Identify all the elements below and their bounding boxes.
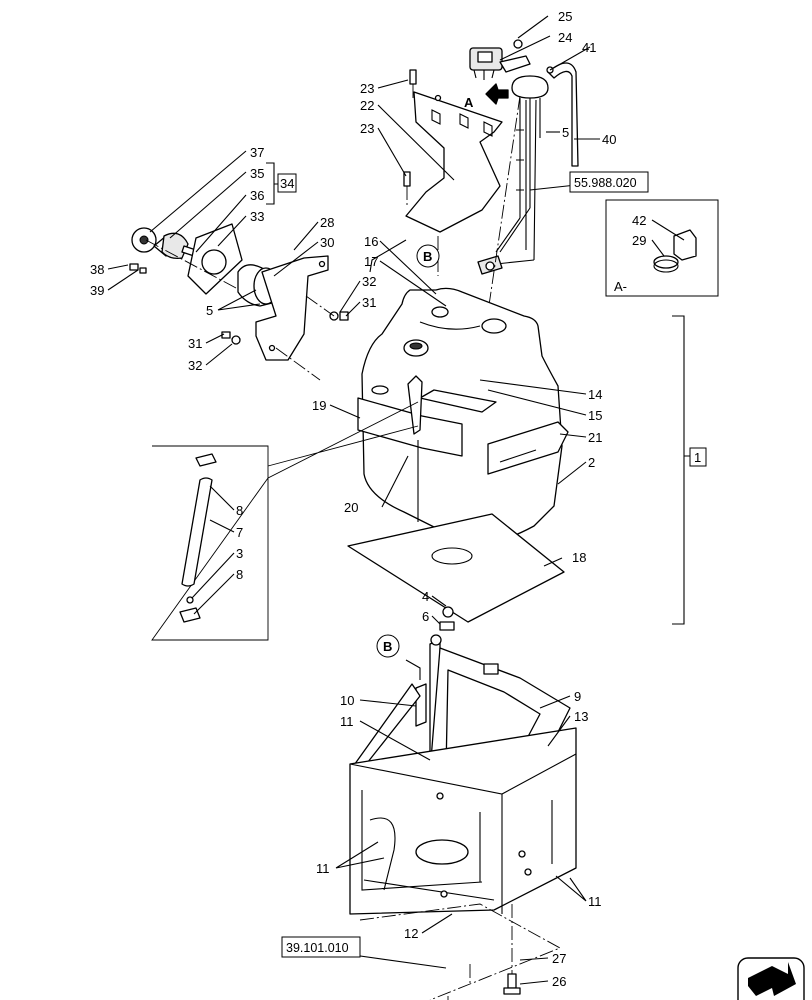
callout-6: 6 (422, 609, 429, 624)
callout-40: 40 (602, 132, 616, 147)
view-a-label: A (464, 95, 474, 110)
group-34-box (277, 173, 297, 193)
callout-1: 1 (694, 450, 701, 465)
reference-55-988-020: 55.988.020 (574, 176, 637, 190)
callout-34: 34 (280, 176, 294, 191)
reference-box-bottom (281, 936, 361, 958)
strap-detail-box (151, 401, 419, 641)
callout-42: 42 (632, 213, 646, 228)
callout-30: 30 (320, 235, 334, 250)
callout-33: 33 (250, 209, 264, 224)
callout-27: 27 (552, 951, 566, 966)
callout-36: 36 (250, 188, 264, 203)
callout-39: 39 (90, 283, 104, 298)
view-a-detail-label: A- (614, 279, 627, 294)
tank-mat (347, 513, 565, 623)
callout-22: 22 (360, 98, 374, 113)
callout-10: 10 (340, 693, 354, 708)
callout-18: 18 (572, 550, 586, 565)
next-page-arrow-icon[interactable] (737, 957, 805, 1000)
callout-16: 16 (364, 234, 378, 249)
callout-3: 3 (236, 546, 243, 561)
sender-bracket (403, 69, 503, 233)
callout-8-bottom: 8 (236, 567, 243, 582)
callout-23-top: 23 (360, 81, 374, 96)
callout-31-right: 31 (362, 295, 376, 310)
fuel-sender-unit (469, 39, 579, 275)
callout-19: 19 (312, 398, 326, 413)
callout-35: 35 (250, 166, 264, 181)
callout-32-right: 32 (362, 274, 376, 289)
callout-13: 13 (574, 709, 588, 724)
callout-28: 28 (320, 215, 334, 230)
view-b-circle-top (416, 244, 440, 268)
callout-5-sender: 5 (562, 125, 569, 140)
callout-2: 2 (588, 455, 595, 470)
view-b-circle-bottom (376, 634, 400, 658)
callout-37: 37 (250, 145, 264, 160)
callout-5-pump: 5 (206, 303, 213, 318)
reference-box-top (569, 171, 649, 193)
callout-38: 38 (90, 262, 104, 277)
callout-41: 41 (582, 40, 596, 55)
reference-39-101-010: 39.101.010 (286, 941, 349, 955)
callout-12: 12 (404, 926, 418, 941)
callout-29: 29 (632, 233, 646, 248)
callout-11-upper: 11 (340, 714, 354, 729)
callout-21: 21 (588, 430, 602, 445)
callout-26: 26 (552, 974, 566, 989)
callout-24: 24 (558, 30, 572, 45)
callout-4: 4 (422, 589, 429, 604)
group-1-box (689, 447, 707, 467)
callout-9: 9 (574, 689, 581, 704)
callout-25: 25 (558, 9, 572, 24)
callout-8-top: 8 (236, 503, 243, 518)
leader-lines (107, 15, 690, 985)
callout-numbers: 25 24 41 23 22 23 5 40 37 35 36 33 28 30… (90, 9, 646, 989)
pump-assembly (129, 223, 349, 361)
tank-frame (349, 634, 577, 915)
callout-14: 14 (588, 387, 602, 402)
callout-32-left: 32 (188, 358, 202, 373)
callout-11-right: 11 (588, 894, 602, 909)
callout-31-left: 31 (188, 336, 202, 351)
callout-20: 20 (344, 500, 358, 515)
view-b-label-top: B (423, 249, 432, 264)
view-b-label-bottom: B (383, 639, 392, 654)
callout-17: 17 (364, 254, 378, 269)
callout-11-left: 11 (316, 861, 330, 876)
callout-7: 7 (236, 525, 243, 540)
fuel-tank (357, 287, 569, 544)
callout-15: 15 (588, 408, 602, 423)
callout-23-bottom: 23 (360, 121, 374, 136)
